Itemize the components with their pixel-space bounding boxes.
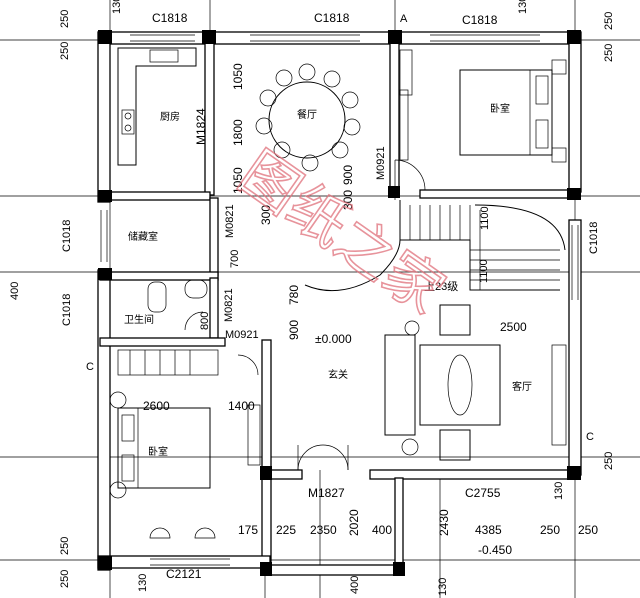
room-bedroom-ne-label: 卧室 (490, 102, 510, 115)
window-label: C1018 (588, 222, 600, 254)
door-label: M0821 (223, 288, 235, 322)
dim-left-400: 400 (9, 282, 21, 300)
window-label: C2121 (166, 567, 202, 581)
dim-225: 225 (276, 523, 296, 537)
room-bedroom-sw-label: 卧室 (148, 445, 168, 458)
door-labels: M1824 M0921 M0821 M0821 M1827 M0921 (194, 108, 387, 500)
door-label: M0821 (224, 204, 236, 238)
dim-250g: 250 (603, 452, 615, 470)
dim-1100a: 1100 (479, 206, 491, 230)
dim-2430: 2430 (437, 509, 451, 536)
bed-sw (109, 391, 261, 539)
axis-mark: C (586, 431, 594, 443)
living-furniture (384, 304, 567, 461)
door-label: M1824 (194, 108, 208, 145)
dim-400a: 400 (372, 523, 392, 537)
stair-label: 上23级 (424, 280, 458, 293)
foyer-curve (304, 239, 401, 292)
room-foyer-label: 玄关 (328, 368, 348, 381)
bathroom-fixtures (117, 279, 219, 376)
dim-700: 700 (229, 250, 241, 268)
dim-130d: 130 (137, 574, 149, 592)
dim-1400: 1400 (228, 399, 255, 413)
dim-300a: 300 (259, 205, 273, 225)
dim-top-130: 130 (111, 0, 123, 14)
dim-top-250c: 250 (603, 12, 615, 30)
dim-900b: 900 (287, 320, 301, 340)
room-kitchen-label: 厨房 (160, 110, 180, 123)
dim-300b: 300 (341, 190, 355, 210)
dim-250h: 250 (59, 537, 71, 555)
elevation-outer: -0.450 (478, 543, 512, 557)
dim-1050a: 1050 (231, 63, 245, 90)
window-labels: C1818 C1818 C1818 C1018 C1018 C1018 C275… (61, 11, 600, 581)
axis-mark: A (400, 13, 408, 25)
dim-800: 800 (199, 312, 211, 330)
dim-1100b: 1100 (478, 259, 490, 283)
dim-780: 780 (287, 285, 301, 305)
dim-250f: 250 (578, 523, 598, 537)
room-living-label: 客厅 (512, 380, 532, 393)
dim-400b: 400 (349, 576, 361, 594)
doors (184, 159, 426, 471)
dim-130e: 130 (437, 578, 449, 596)
dimensions-interior: 1050 1800 1050 300 900 300 700 780 900 8… (9, 63, 615, 596)
bed-ne (399, 49, 567, 163)
dim-2350: 2350 (310, 523, 337, 537)
dim-250e: 250 (540, 523, 560, 537)
room-dining-label: 餐厅 (297, 108, 317, 121)
window-marks (100, 34, 579, 566)
dim-1800: 1800 (231, 119, 245, 146)
dim-top-250b: 250 (59, 42, 71, 60)
door-label: M0921 (375, 146, 387, 180)
dim-900a: 900 (341, 165, 355, 185)
window-label: C1818 (152, 11, 188, 25)
room-storage-label: 储藏室 (128, 230, 158, 243)
elevation-main: ±0.000 (315, 332, 352, 346)
dim-2020: 2020 (347, 509, 361, 536)
window-label: C1818 (314, 11, 350, 25)
dim-175: 175 (238, 523, 258, 537)
dim-2500: 2500 (500, 320, 527, 334)
columns (98, 30, 581, 576)
door-label: M1827 (308, 486, 345, 500)
staircase: 1100 1100 上23级 (399, 200, 566, 293)
window-label: C2755 (465, 486, 501, 500)
dim-top-250d: 250 (603, 44, 615, 62)
dim-2600: 2600 (143, 399, 170, 413)
kitchen-counter (117, 47, 197, 166)
dim-130c: 130 (553, 482, 565, 500)
window-label: C1018 (61, 220, 73, 252)
dim-250i: 250 (59, 570, 71, 588)
window-label: C1818 (462, 13, 498, 27)
dim-1050b: 1050 (231, 167, 245, 194)
axis-marks: A C C (86, 13, 594, 443)
dim-top-130b: 130 (517, 0, 529, 14)
axis-mark: C (86, 361, 94, 373)
room-labels: 厨房 餐厅 卧室 储藏室 卫生间 玄关 客厅 卧室 (124, 102, 532, 458)
dim-4385: 4385 (475, 523, 502, 537)
door-label: M0921 (225, 329, 259, 341)
dim-top-250a: 250 (59, 10, 71, 28)
dining-table (255, 63, 361, 172)
dimensions-top: 130 250 250 130 250 250 (59, 0, 615, 62)
room-bathroom-label: 卫生间 (124, 313, 154, 326)
window-label: C1018 (61, 294, 73, 326)
